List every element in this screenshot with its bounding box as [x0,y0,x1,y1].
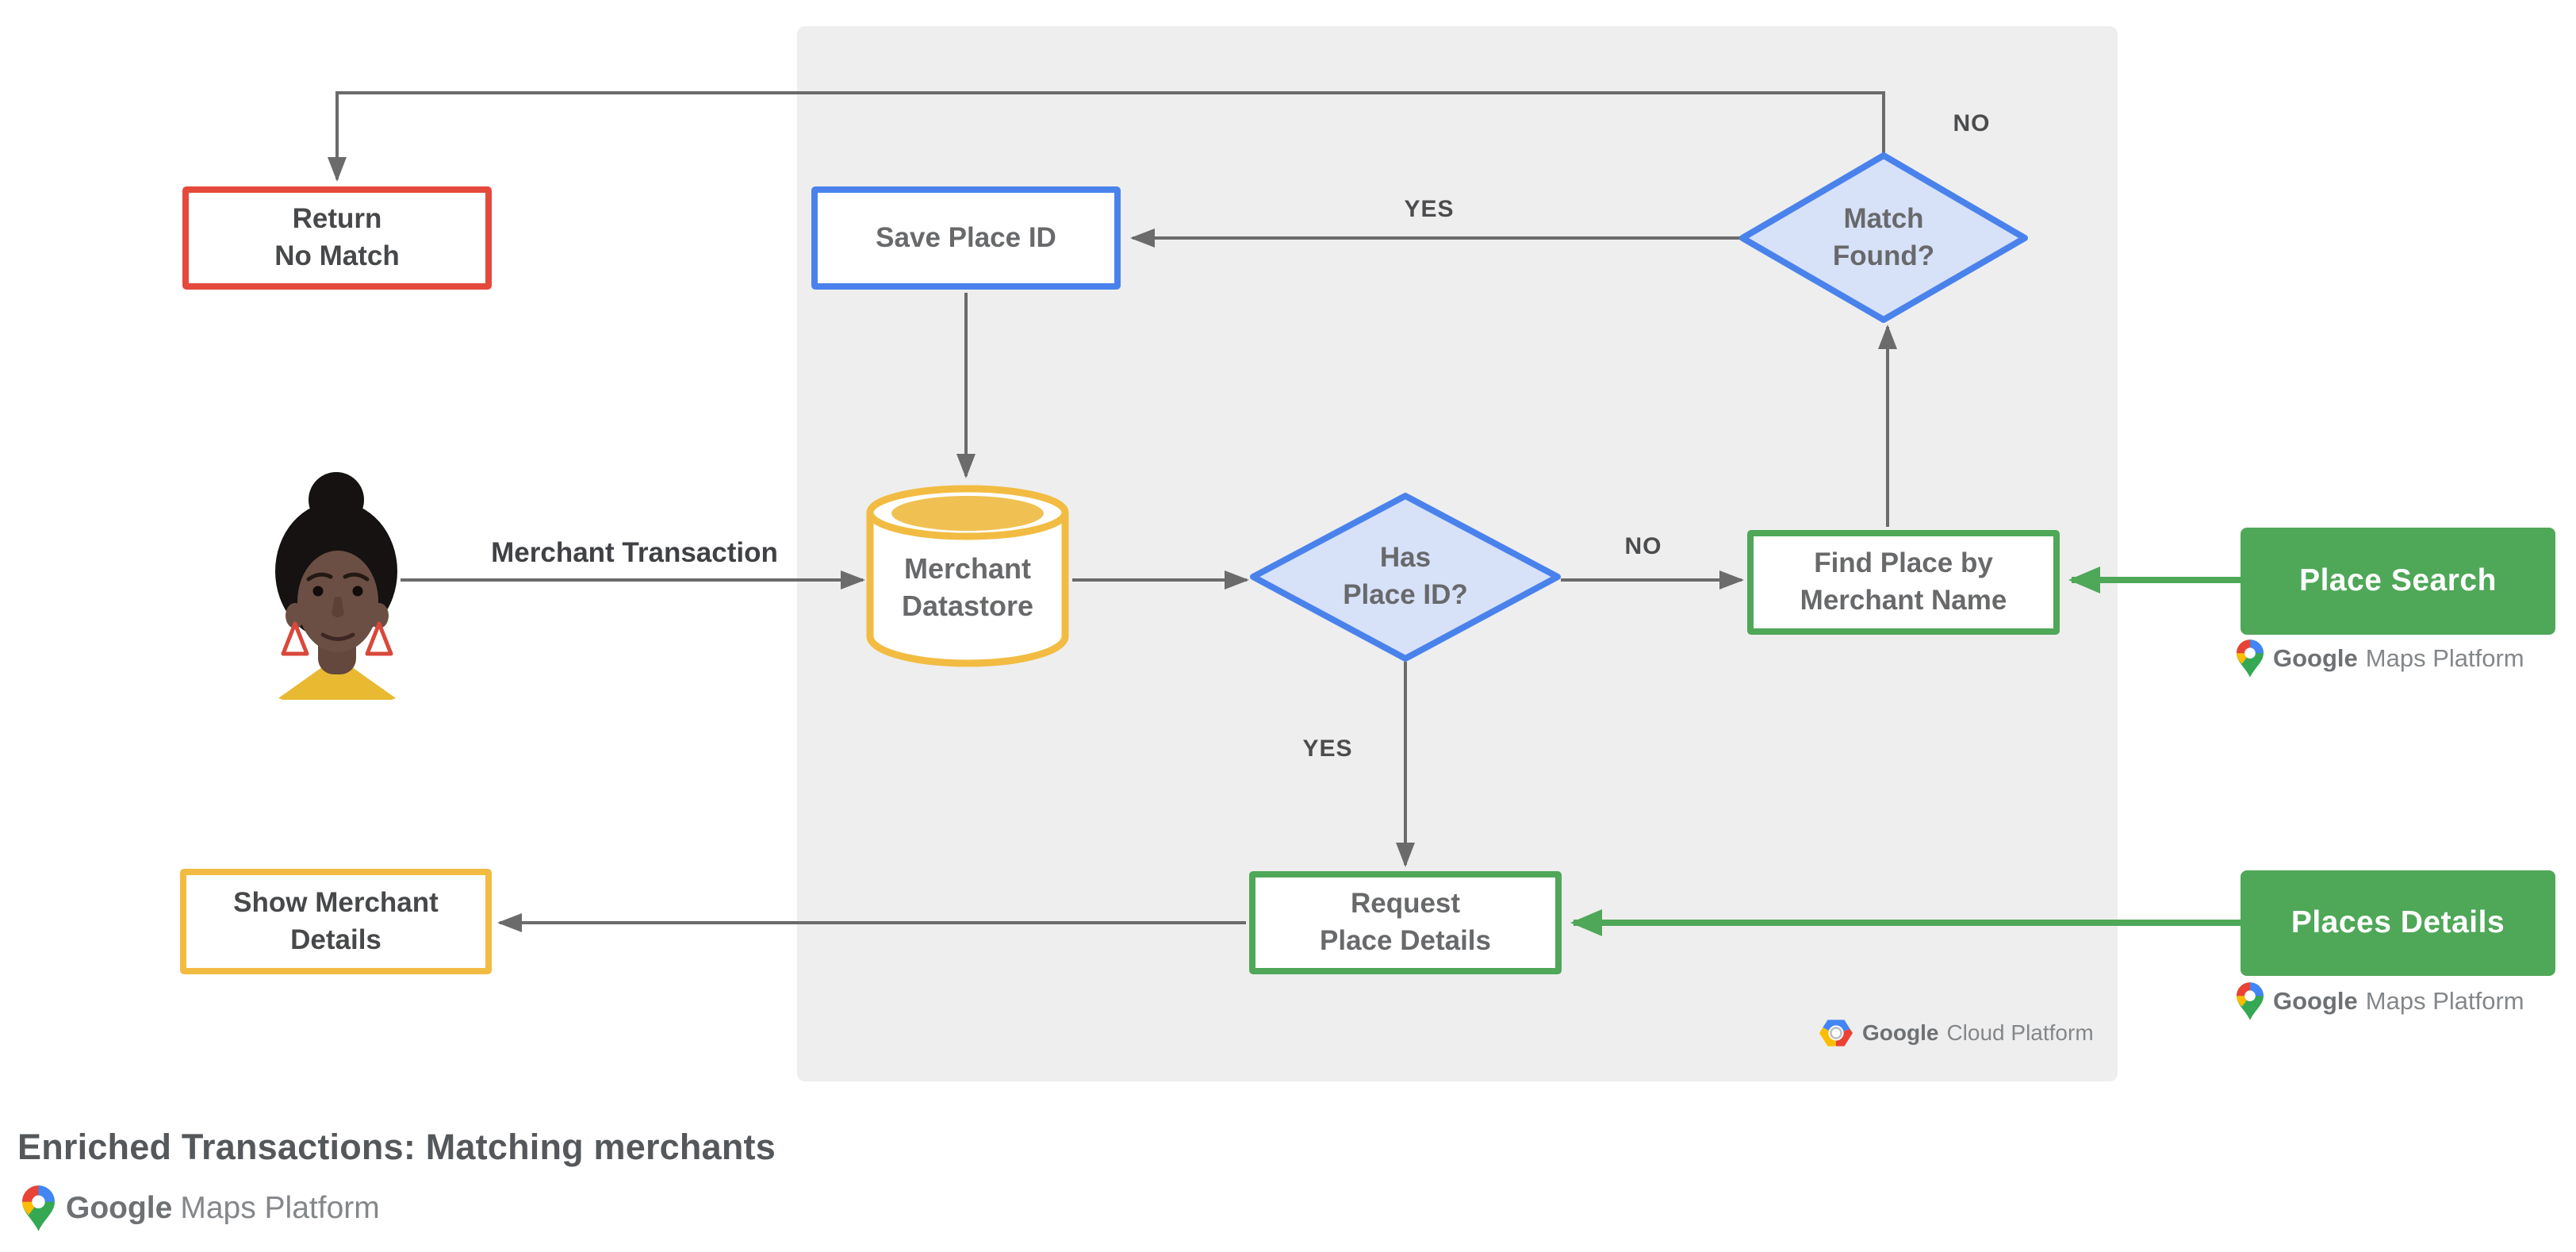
node-label: Places Details [2290,905,2505,940]
user-avatar [275,472,397,700]
decision-has-place-id [1250,493,1561,662]
maps-platform-logo: Google Maps Platform [2237,981,2524,1022]
edge-label-no-mid: NO [1624,533,1662,559]
node-label: Request [1350,888,1461,920]
decision-match-found [1739,152,2028,323]
logo-product: Maps Platform [180,1191,380,1225]
node-show-merchant-details: Show Merchant Details [180,869,492,974]
logo-brand: Google [2273,987,2358,1015]
node-label: No Match [274,240,400,271]
diagram-title: Enriched Transactions: Matching merchant… [17,1127,776,1167]
maps-platform-logo: Google Maps Platform [2237,638,2524,679]
logo-brand: Google [2273,644,2358,672]
node-label: Show Merchant [233,886,439,918]
node-place-search: Place Search [2241,528,2555,635]
node-label: Return [292,203,382,235]
edge-label-yes-mid: YES [1302,735,1353,762]
node-label: Save Place ID [876,221,1056,253]
node-merchant-datastore: Merchant Datastore [866,536,1069,639]
node-places-details: Places Details [2241,870,2555,976]
node-label: Found? [1832,240,1935,271]
node-label: Details [290,924,381,955]
datastore-cylinder-icon [866,485,1069,667]
edge-label-no-top: NO [1953,110,1991,136]
node-has-place-id: Has Place ID? [1343,540,1468,614]
logo-product: Cloud Platform [1946,1020,2094,1045]
node-save-place-id: Save Place ID [811,186,1121,290]
logo-product: Maps Platform [2365,644,2524,672]
node-find-place-by-merchant-name: Find Place by Merchant Name [1747,530,2060,635]
cloud-hexagon-icon [1819,1020,1853,1047]
edge-match-found-no [328,91,1885,182]
node-match-found: Match Found? [1833,201,1934,275]
maps-platform-logo-footer: Google Maps Platform [22,1184,380,1233]
logo-brand: Google [66,1191,173,1225]
node-label: Merchant [903,552,1032,586]
node-label: Merchant Name [1800,585,2007,616]
node-request-place-details: Request Place Details [1249,871,1562,974]
node-label: Has [1379,542,1432,574]
node-label: Match [1843,203,1924,235]
logo-product: Maps Platform [2365,987,2524,1015]
cloud-platform-logo: Google Cloud Platform [1819,1016,2094,1050]
maps-pin-icon [2237,982,2264,1020]
maps-pin-icon [2237,639,2264,678]
node-label: Place ID? [1343,579,1468,610]
node-return-no-match: Return No Match [182,186,492,290]
edge-label-merchant-transaction: Merchant Transaction [491,537,778,568]
maps-pin-icon [22,1185,55,1231]
edge-label-yes-top: YES [1404,196,1455,222]
node-label: Place Search [2299,563,2497,598]
logo-brand: Google [1862,1020,1939,1045]
node-label: Place Details [1320,925,1491,956]
node-label: Find Place by [1814,547,1993,579]
node-label: Datastore [901,590,1034,622]
